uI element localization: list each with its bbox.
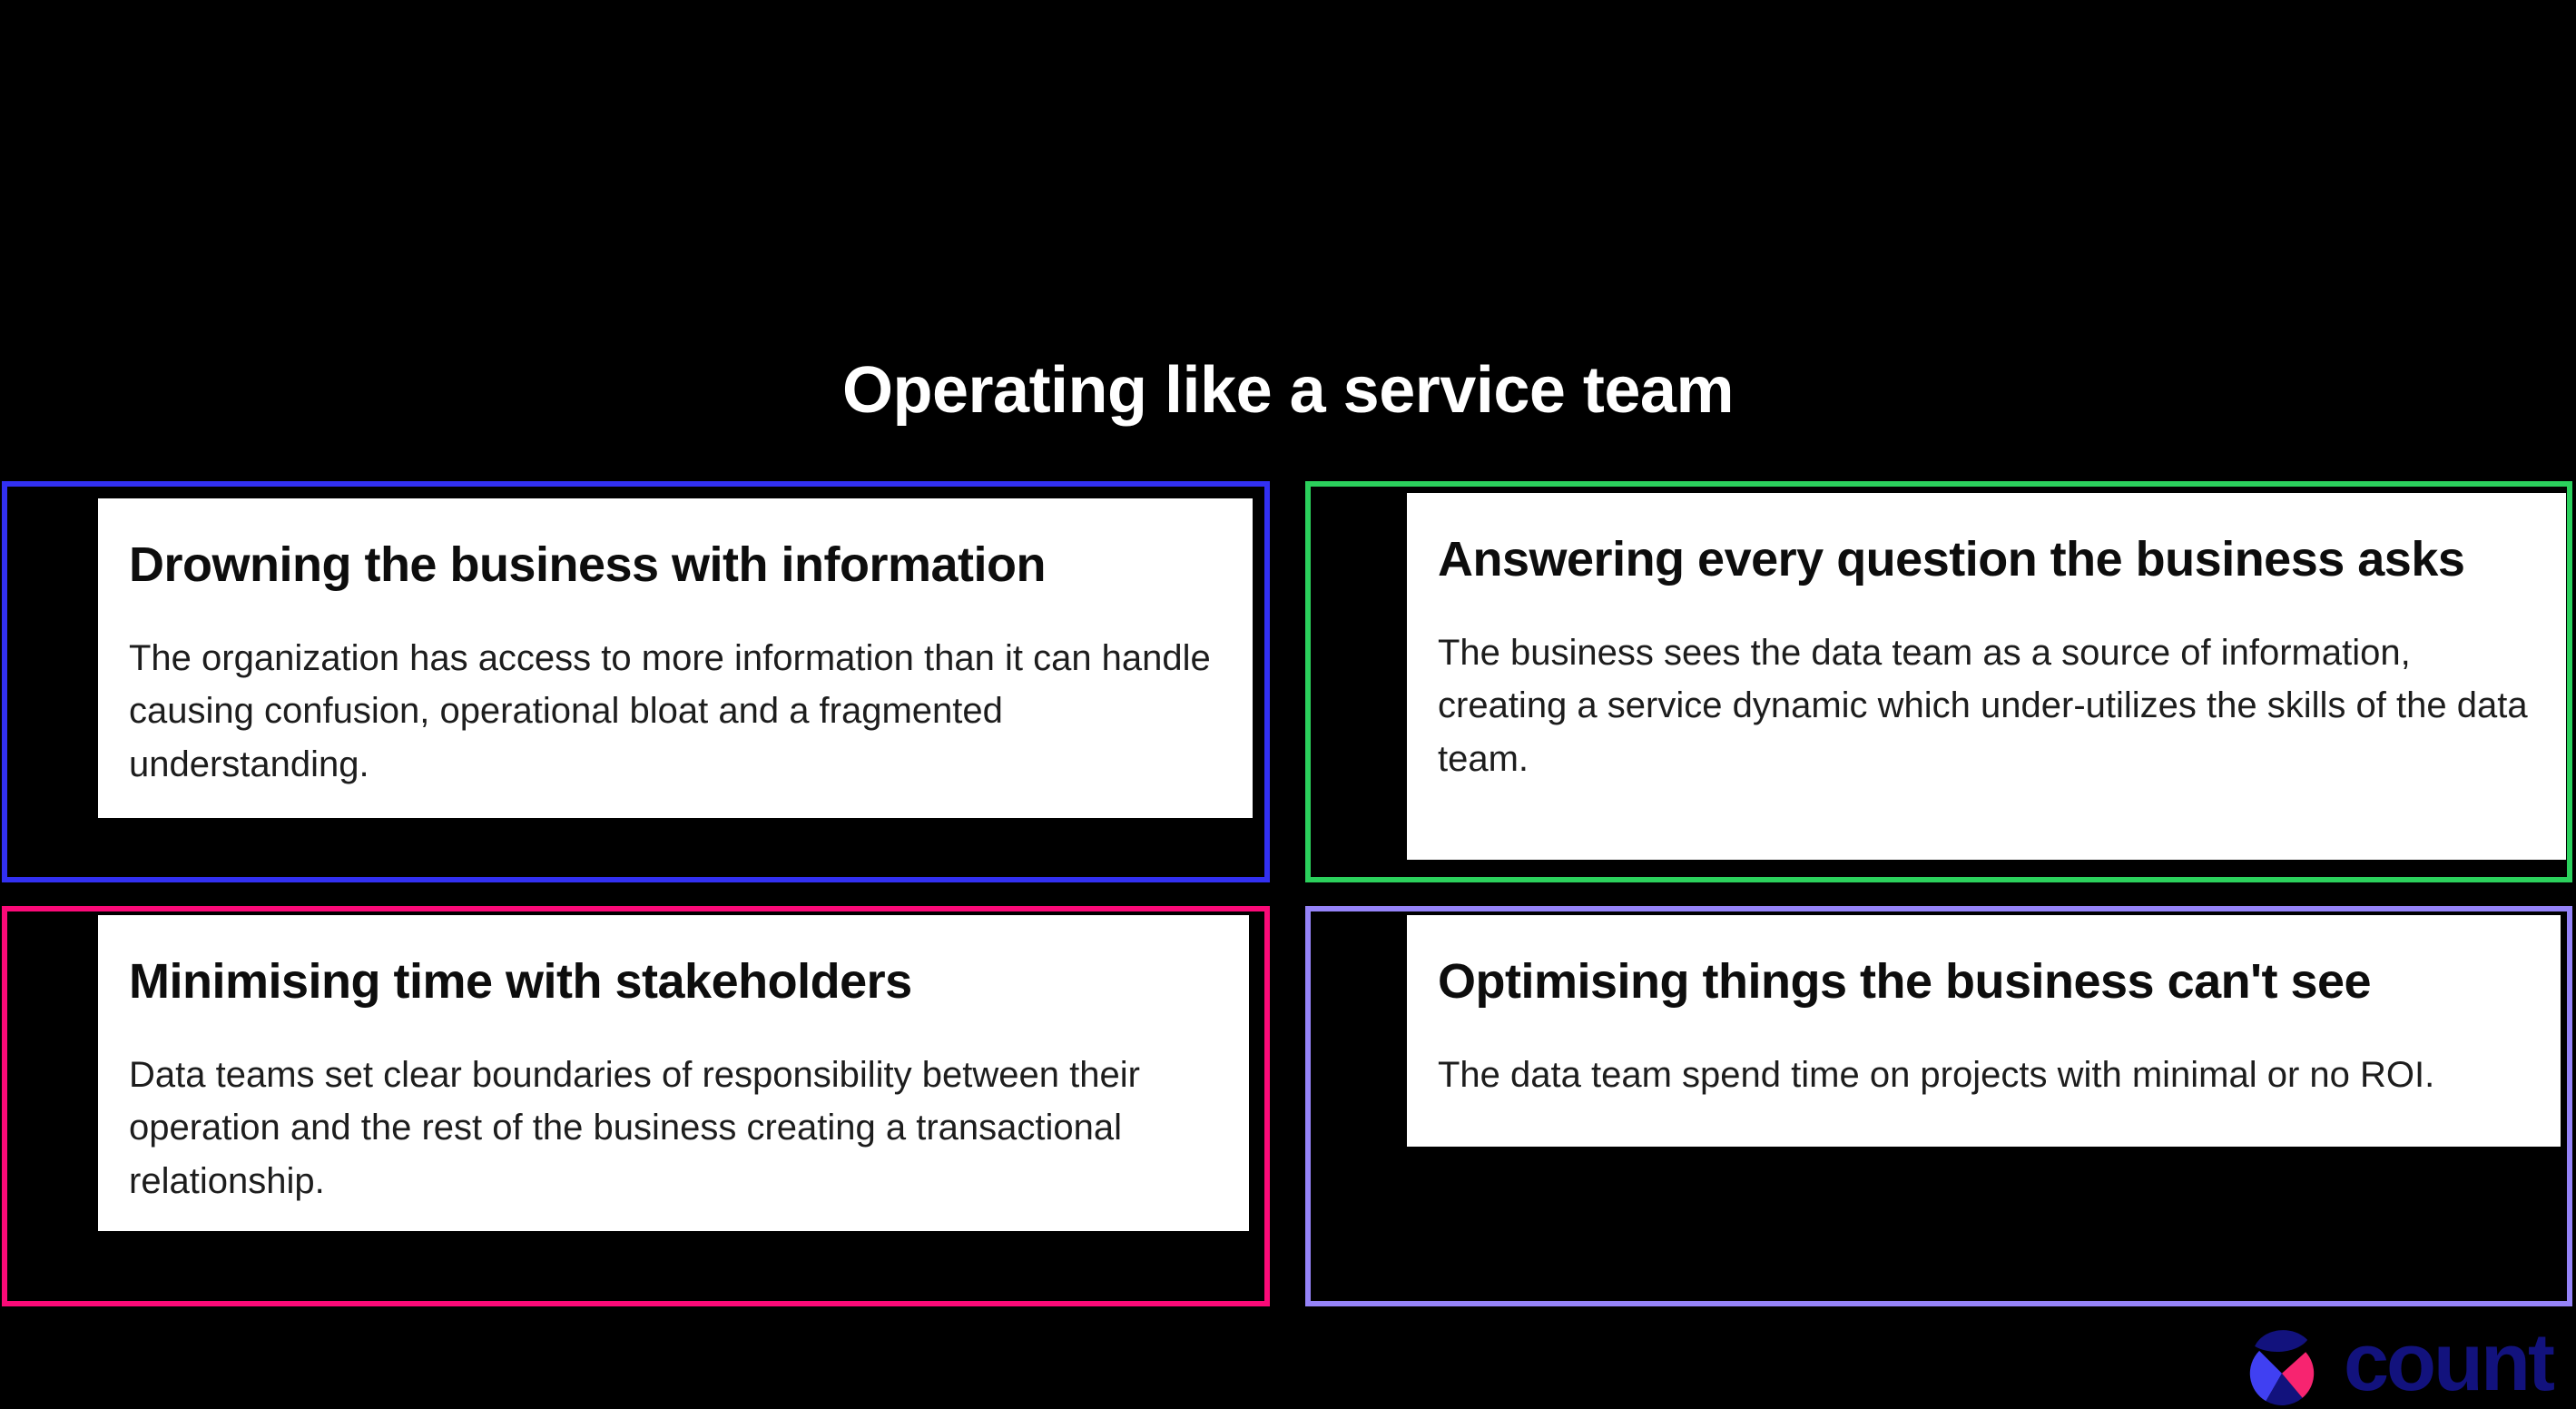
- card-body: Data teams set clear boundaries of respo…: [129, 1054, 1140, 1202]
- card-heading: Minimising time with stakeholders: [129, 954, 912, 1009]
- card-body: The business sees the data team as a sou…: [1438, 632, 2528, 780]
- quadrant-minimising-time: Minimising time with stakeholders Data t…: [2, 906, 1270, 1306]
- logo-blue-wedge: [2249, 1350, 2282, 1402]
- slide-title: Operating like a service team: [841, 354, 1735, 427]
- count-logo-mark-icon: [2249, 1330, 2315, 1405]
- card-heading: Answering every question the business as…: [1438, 532, 2465, 586]
- quadrant-optimising-things: Optimising things the business can't see…: [1305, 906, 2572, 1306]
- quadrant-card: Answering every question the business as…: [1407, 493, 2566, 860]
- card-heading: Drowning the business with information: [129, 537, 1047, 592]
- logo-navy-wedge: [2266, 1373, 2303, 1405]
- card-body: The organization has access to more info…: [129, 637, 1211, 785]
- card-body: The data team spend time on projects wit…: [1438, 1054, 2435, 1095]
- quadrant-card: Minimising time with stakeholders Data t…: [98, 915, 1249, 1231]
- quadrant-card: Drowning the business with information T…: [98, 498, 1253, 818]
- quadrant-drowning-the-business: Drowning the business with information T…: [2, 481, 1270, 882]
- count-logo: count: [2242, 1317, 2555, 1409]
- count-wordmark: count: [2344, 1317, 2555, 1408]
- quadrant-card: Optimising things the business can't see…: [1407, 915, 2561, 1147]
- logo-lens-shape: [2255, 1330, 2308, 1353]
- quadrant-answering-every-question: Answering every question the business as…: [1305, 481, 2572, 882]
- logo-pink-wedge: [2282, 1352, 2315, 1398]
- card-heading: Optimising things the business can't see: [1438, 954, 2372, 1009]
